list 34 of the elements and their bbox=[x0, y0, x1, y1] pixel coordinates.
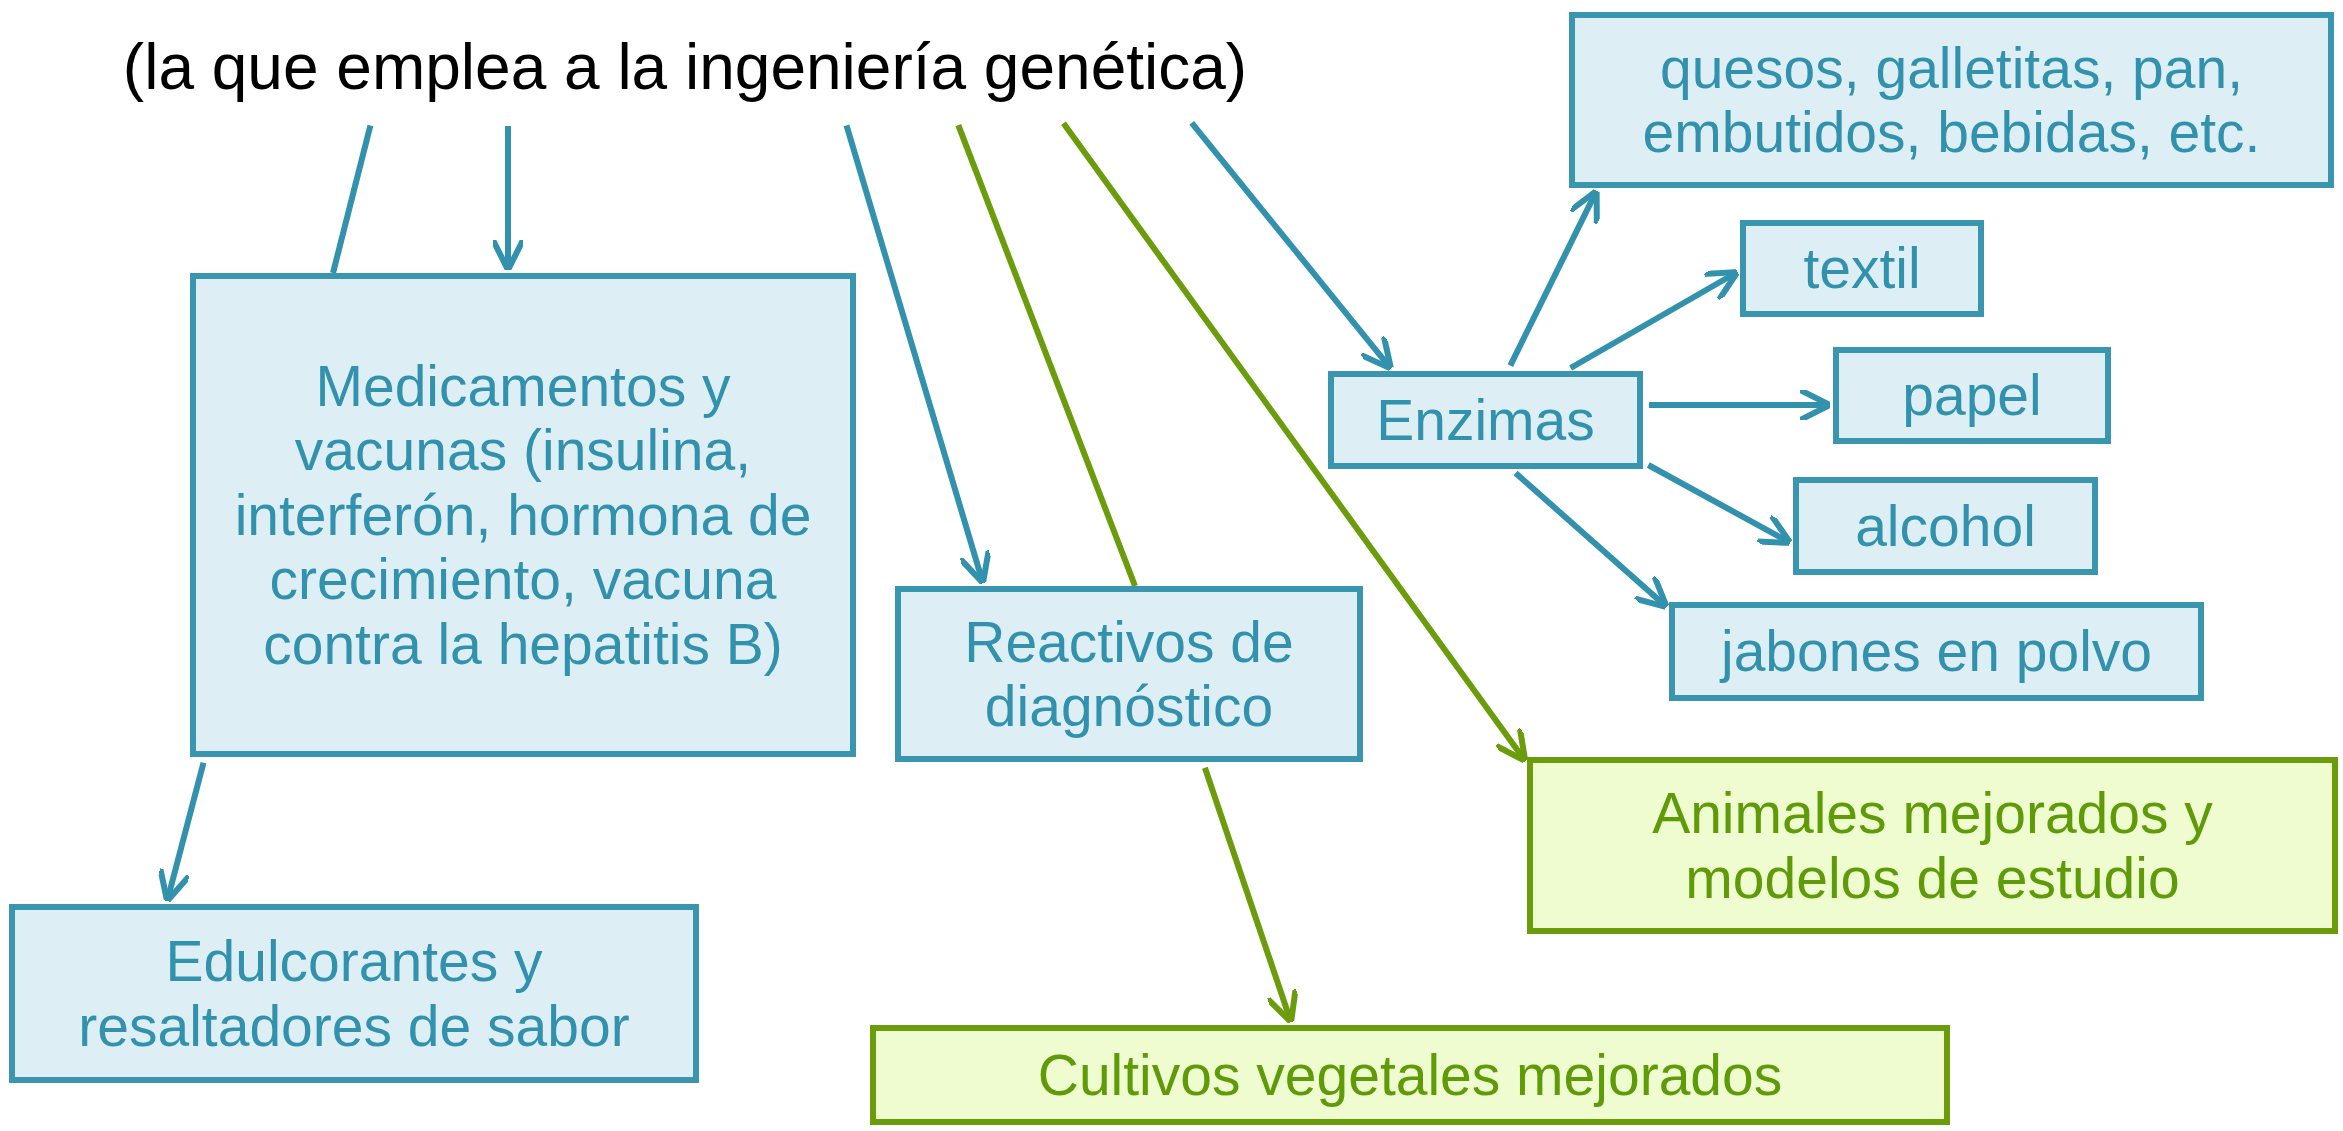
category-box bbox=[1328, 371, 1643, 469]
arrow bbox=[490, 126, 526, 273]
box-label: Medicamentos y vacunas (insulina, interferón, hormona de crecimiento, vacuna contra la hepatitis B) bbox=[233, 354, 813, 676]
arrow bbox=[1649, 387, 1833, 423]
arrow bbox=[1189, 121, 1394, 372]
box-label: Cultivos vegetales mejorados bbox=[1037, 1042, 1783, 1108]
category-box bbox=[1669, 602, 2204, 701]
box-label: alcohol bbox=[1855, 493, 2036, 559]
box-label: papel bbox=[1902, 363, 2042, 428]
box-label: quesos, galletitas, pan, embutidos, bebidas, etc. bbox=[1641, 35, 2262, 165]
category-box bbox=[870, 1025, 1950, 1125]
category-box bbox=[1569, 12, 2334, 188]
arrow bbox=[1569, 269, 1741, 371]
arrow bbox=[1061, 121, 1529, 765]
arrow bbox=[1202, 766, 1299, 1026]
category-box bbox=[1527, 757, 2338, 934]
arrow bbox=[1646, 462, 1794, 546]
category-box bbox=[190, 273, 856, 757]
category-box bbox=[1740, 220, 1984, 317]
box-label: Edulcorantes y resaltadores de sabor bbox=[77, 929, 631, 1058]
category-box bbox=[895, 586, 1363, 762]
box-label: Reactivos de diagnóstico bbox=[963, 609, 1295, 739]
box-label: textil bbox=[1803, 236, 1921, 301]
category-box bbox=[9, 904, 699, 1083]
category-box bbox=[1833, 347, 2111, 444]
arrow bbox=[843, 124, 992, 587]
subtitle-text: (la que emplea a la ingeniería genética) bbox=[122, 30, 1248, 104]
box-label: Enzimas bbox=[1376, 387, 1595, 453]
arrow bbox=[1507, 187, 1600, 367]
box-label: jabones en polvo bbox=[1721, 619, 2152, 684]
arrow bbox=[157, 762, 207, 905]
box-label: Animales mejorados y modelos de estudio bbox=[1651, 781, 2214, 910]
arrow bbox=[1513, 470, 1670, 611]
category-box bbox=[1793, 477, 2098, 575]
